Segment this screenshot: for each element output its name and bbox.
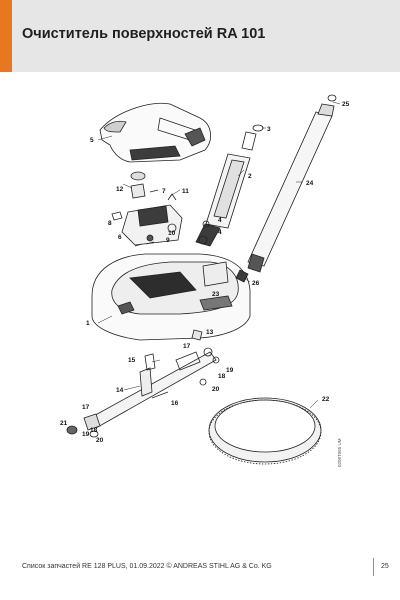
part-label-22: 22 bbox=[322, 396, 330, 403]
part-label-23: 23 bbox=[212, 291, 220, 298]
part-label-6: 6 bbox=[118, 234, 122, 241]
part-label-8: 8 bbox=[108, 220, 112, 227]
part-label-20a: 20 bbox=[212, 386, 220, 393]
page-header: Очиститель поверхностей RA 101 bbox=[0, 0, 400, 72]
part-label-19b: 19 bbox=[82, 431, 90, 438]
label-part bbox=[202, 261, 229, 287]
part-label-3: 3 bbox=[267, 126, 271, 133]
page-number: 25 bbox=[381, 563, 389, 570]
part-label-12: 12 bbox=[116, 186, 124, 193]
part-label-26: 26 bbox=[252, 280, 260, 287]
part-label-24: 24 bbox=[306, 180, 314, 187]
part-label-10: 10 bbox=[168, 230, 176, 237]
catalog-footer: Список запчастей RE 128 PLUS, 01.09.2022… bbox=[22, 563, 272, 570]
part-label-11: 11 bbox=[182, 188, 189, 195]
page-title: Очиститель поверхностей RA 101 bbox=[22, 26, 266, 42]
part-label-9: 9 bbox=[166, 237, 170, 244]
handle-part bbox=[99, 102, 211, 163]
part-label-7: 7 bbox=[162, 188, 166, 195]
part-label-15: 15 bbox=[128, 357, 136, 364]
part-label-19a: 19 bbox=[226, 367, 234, 374]
part-label-17a: 17 bbox=[183, 343, 191, 350]
part-label-4b: 4 bbox=[218, 229, 222, 236]
part-label-18a: 18 bbox=[218, 373, 226, 380]
part-label-4a: 4 bbox=[218, 217, 222, 224]
part-label-16: 16 bbox=[171, 400, 179, 407]
exploded-parts-diagram: 1 2 3 4 4 5 6 7 8 9 10 11 12 13 14 15 16… bbox=[60, 94, 350, 465]
part-number-labels: 1 2 3 4 4 5 6 7 8 9 10 11 12 13 14 15 16… bbox=[60, 101, 350, 444]
part-label-1: 1 bbox=[86, 320, 90, 327]
header-accent-bar bbox=[0, 0, 12, 72]
part-label-20b: 20 bbox=[96, 437, 104, 444]
part-label-18b: 18 bbox=[90, 427, 98, 434]
part-label-14: 14 bbox=[116, 387, 124, 394]
footer-divider bbox=[373, 558, 374, 576]
part-label-25: 25 bbox=[342, 101, 350, 108]
part-label-17b: 17 bbox=[82, 404, 90, 411]
drawing-code: 0208T065 UM bbox=[337, 438, 342, 467]
knob-part bbox=[130, 183, 146, 199]
part-label-5: 5 bbox=[90, 137, 94, 144]
part-label-21: 21 bbox=[60, 420, 68, 427]
extension-tube bbox=[247, 111, 333, 267]
part-label-2: 2 bbox=[248, 173, 252, 180]
part-label-13: 13 bbox=[206, 329, 214, 336]
